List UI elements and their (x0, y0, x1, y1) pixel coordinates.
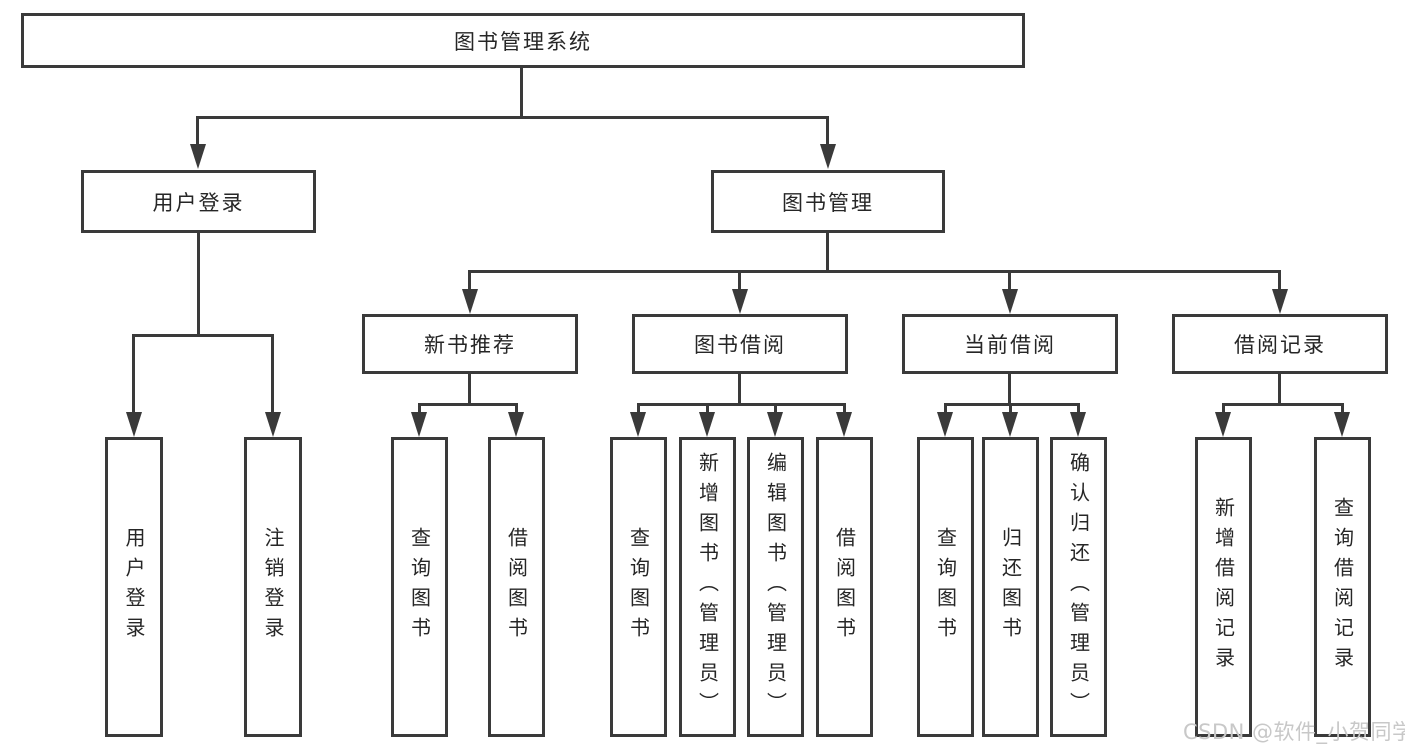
arrow-down-icon (1272, 289, 1288, 314)
connector-line (1222, 403, 1225, 412)
node-book-management: 图书管理 (711, 170, 945, 233)
connector-line (1009, 403, 1012, 412)
leaf-borrow-books: 借阅图书 (816, 437, 873, 737)
connector-line (468, 374, 471, 405)
connector-line (132, 334, 274, 337)
connector-line (418, 403, 421, 412)
arrow-down-icon (411, 412, 427, 437)
arrow-down-icon (630, 412, 646, 437)
leaf-user-login: 用户登录 (105, 437, 163, 737)
node-label: 图书管理 (782, 190, 874, 215)
arrow-down-icon (1215, 412, 1231, 437)
arrow-down-icon (937, 412, 953, 437)
leaf-add-borrow-record: 新增借阅记录 (1195, 437, 1252, 737)
arrow-down-icon (126, 412, 142, 437)
connector-line (1008, 270, 1011, 289)
arrow-down-icon (767, 412, 783, 437)
leaf-label: 借阅图书 (832, 527, 857, 647)
arrow-down-icon (190, 144, 206, 169)
leaf-confirm-return-admin: 确认归还（管理员） (1050, 437, 1107, 737)
connector-line (1077, 403, 1080, 412)
connector-line (1341, 403, 1344, 412)
connector-line (271, 334, 274, 412)
node-new-book-recommend: 新书推荐 (362, 314, 578, 374)
leaf-label: 查询图书 (407, 527, 432, 647)
connector-line (132, 334, 135, 412)
node-label: 新书推荐 (424, 333, 516, 357)
connector-line (706, 403, 709, 412)
connector-line (1278, 374, 1281, 405)
arrow-down-icon (1334, 412, 1350, 437)
arrow-down-icon (462, 289, 478, 314)
node-label: 借阅记录 (1234, 333, 1326, 357)
connector-line (196, 116, 829, 119)
connector-line (1278, 270, 1281, 289)
connector-line (826, 233, 829, 272)
connector-line (468, 270, 471, 289)
connector-line (637, 403, 640, 412)
connector-line (196, 116, 199, 144)
leaf-label: 注销登录 (261, 527, 285, 647)
connector-line (418, 403, 518, 406)
node-label: 图书管理系统 (454, 29, 592, 54)
arrow-down-icon (732, 289, 748, 314)
arrow-down-icon (1002, 289, 1018, 314)
arrow-down-icon (1002, 412, 1018, 437)
connector-line (515, 403, 518, 412)
arrow-down-icon (820, 144, 836, 169)
connector-line (944, 403, 1080, 406)
leaf-label: 用户登录 (122, 527, 146, 647)
leaf-query-books-recommend: 查询图书 (391, 437, 448, 737)
leaf-label: 归还图书 (998, 527, 1023, 647)
leaf-label: 确认归还（管理员） (1066, 452, 1091, 722)
leaf-label: 新增借阅记录 (1211, 497, 1236, 677)
leaf-add-books-admin: 新增图书（管理员） (679, 437, 736, 737)
leaf-query-books-current: 查询图书 (917, 437, 974, 737)
connector-line (826, 116, 829, 144)
connector-line (1222, 403, 1344, 406)
arrow-down-icon (508, 412, 524, 437)
connector-line (944, 403, 947, 412)
connector-line (637, 403, 846, 406)
leaf-borrow-books-recommend: 借阅图书 (488, 437, 545, 737)
leaf-logout: 注销登录 (244, 437, 302, 737)
leaf-label: 借阅图书 (504, 527, 529, 647)
node-label: 图书借阅 (694, 333, 786, 357)
connector-line (738, 374, 741, 405)
leaf-label: 新增图书（管理员） (695, 452, 720, 722)
connector-line (843, 403, 846, 412)
leaf-label: 查询图书 (626, 527, 651, 647)
leaf-label: 编辑图书（管理员） (763, 452, 788, 722)
node-library-management-system: 图书管理系统 (21, 13, 1025, 68)
arrow-down-icon (836, 412, 852, 437)
leaf-query-borrow-record: 查询借阅记录 (1314, 437, 1371, 737)
node-book-borrowing: 图书借阅 (632, 314, 848, 374)
arrow-down-icon (699, 412, 715, 437)
leaf-label: 查询图书 (933, 527, 958, 647)
node-user-login: 用户登录 (81, 170, 316, 233)
arrow-down-icon (1070, 412, 1086, 437)
connector-line (197, 233, 200, 336)
connector-line (1008, 374, 1011, 405)
node-label: 当前借阅 (964, 333, 1056, 357)
connector-line (520, 68, 523, 118)
leaf-query-books-borrow: 查询图书 (610, 437, 667, 737)
connector-line (738, 270, 741, 289)
arrow-down-icon (265, 412, 281, 437)
connector-line (774, 403, 777, 412)
leaf-return-books: 归还图书 (982, 437, 1039, 737)
leaf-label: 查询借阅记录 (1330, 497, 1355, 677)
leaf-edit-books-admin: 编辑图书（管理员） (747, 437, 804, 737)
connector-line (468, 270, 1281, 273)
node-current-borrowing: 当前借阅 (902, 314, 1118, 374)
node-borrowing-records: 借阅记录 (1172, 314, 1388, 374)
csdn-watermark: CSDN @软件_小贺同学 (1183, 720, 1405, 744)
node-label: 用户登录 (152, 190, 245, 215)
